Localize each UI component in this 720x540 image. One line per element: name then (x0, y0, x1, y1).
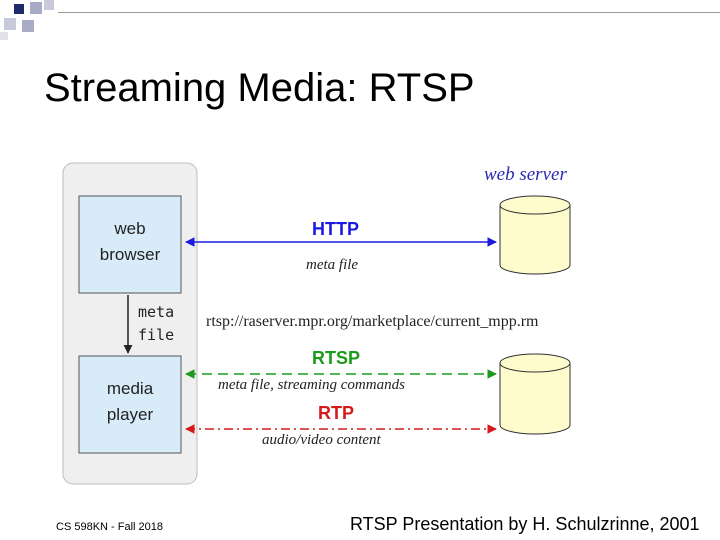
web-server-cylinder (499, 195, 571, 275)
media-player-box (78, 355, 182, 454)
web-browser-label-line2: browser (100, 245, 161, 264)
rtsp-sub-label: meta file, streaming commands (218, 377, 405, 393)
rtp-label: RTP (318, 403, 354, 423)
rtsp-url: rtsp://raserver.mpr.org/marketplace/curr… (206, 313, 539, 330)
media-player-label-line1: media (107, 379, 154, 398)
slide-title: Streaming Media: RTSP (44, 66, 475, 110)
http-label: HTTP (312, 219, 359, 239)
web-browser-box (78, 195, 182, 294)
web-server-label: web server (484, 164, 567, 185)
title-decoration (0, 0, 720, 40)
footer-attribution: RTSP Presentation by H. Schulzrinne, 200… (350, 514, 700, 534)
web-browser-label-line1: web (113, 219, 145, 238)
meta-file-label-line1: meta (138, 303, 174, 321)
http-sub-label: meta file (306, 257, 358, 273)
rtsp-label: RTSP (312, 348, 360, 368)
meta-file-label-line2: file (138, 326, 174, 344)
media-server-cylinder (499, 353, 571, 435)
footer-course: CS 598KN - Fall 2018 (56, 521, 163, 533)
media-player-label-line2: player (107, 405, 154, 424)
rtp-sub-label: audio/video content (262, 432, 382, 448)
